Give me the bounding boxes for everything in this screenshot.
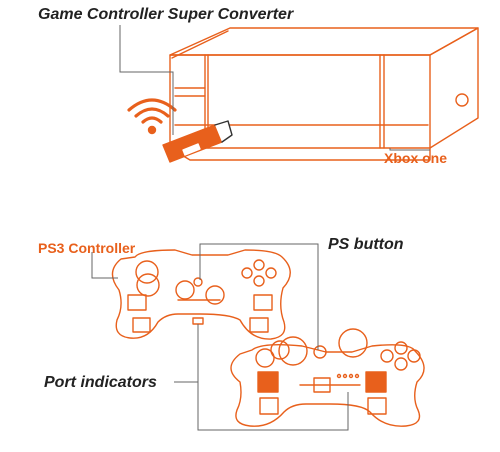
converter-label: Game Controller Super Converter (38, 6, 294, 23)
ps3-controller-label: PS3 Controller (38, 240, 136, 256)
ps3-leader (91, 252, 118, 279)
port-leader-box (197, 324, 349, 431)
xbox-label: Xbox one (384, 150, 448, 166)
ps-button-leader (199, 243, 319, 350)
converter-dongle (162, 120, 233, 163)
converter-leader (119, 25, 174, 135)
ps-button-large (313, 345, 327, 359)
ps-button-label: PS button (328, 236, 404, 253)
callout-lines (91, 25, 430, 431)
port-leds-large (313, 377, 331, 393)
xbox-power-icon (455, 93, 469, 107)
port-indicators-label: Port indicators (44, 374, 157, 391)
ps-button-small (193, 277, 203, 287)
ps3-controller-large (230, 328, 425, 427)
wifi-icon (127, 98, 177, 135)
port-leds-small (192, 317, 204, 325)
xbox-leader (389, 148, 430, 151)
ps3-controller-small (111, 249, 291, 340)
